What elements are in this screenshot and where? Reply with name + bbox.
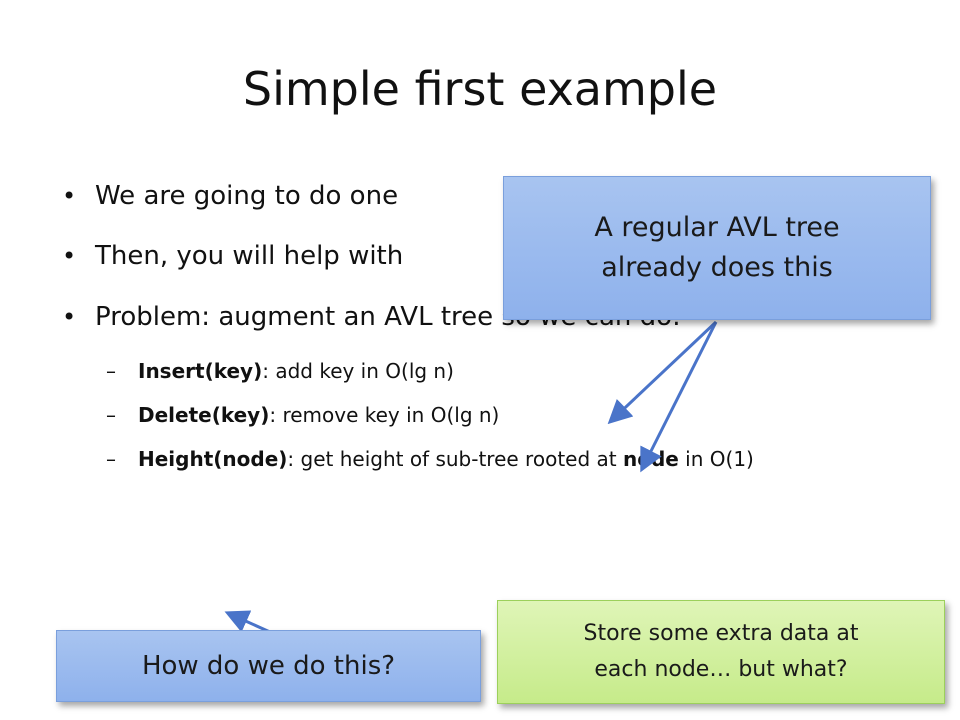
callout-text-line: already does this — [601, 252, 833, 283]
operation-description: : get height of sub-tree rooted at — [287, 447, 623, 471]
callout-text: How do we do this? — [141, 651, 396, 681]
operation-description-end: in O(1) — [678, 447, 754, 471]
sub-bullet-item: Insert(key): add key in O(lg n) — [62, 357, 922, 385]
bullet-item: We are going to do one — [62, 178, 922, 214]
callout-store-extra-data: Store some extra data at each node… but … — [497, 600, 945, 704]
operation-name: Delete(key) — [138, 403, 270, 427]
operation-description: : add key in O(lg n) — [262, 359, 454, 383]
slide-title: Simple first example — [242, 62, 718, 116]
operation-name: Insert(key) — [138, 359, 263, 383]
callout-avl-already: A regular AVL tree already does this — [503, 176, 931, 320]
arrow-to-height — [224, 610, 271, 634]
callout-text-line: Store some extra data at — [583, 621, 859, 646]
sub-bullet-item: Delete(key): remove key in O(lg n) — [62, 401, 922, 429]
callout-how-question: How do we do this? — [56, 630, 481, 702]
callout-text-line: A regular AVL tree — [594, 212, 840, 243]
operation-description: : remove key in O(lg n) — [269, 403, 500, 427]
arrow-to-delete — [640, 321, 718, 473]
operation-name: Height(node) — [138, 447, 288, 471]
arrow-to-insert — [607, 320, 718, 425]
callout-text-line: each node… but what? — [594, 657, 848, 682]
bullet-item: Then, you will help with — [62, 238, 922, 274]
